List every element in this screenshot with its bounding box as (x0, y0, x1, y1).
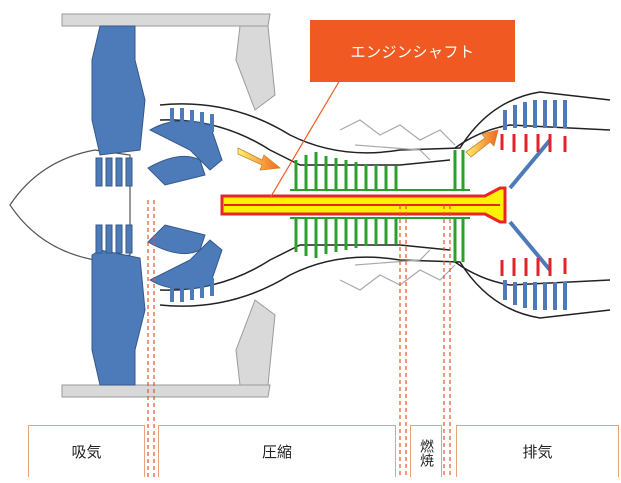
nacelle (61, 13, 276, 398)
callout-pointer (269, 79, 341, 199)
turbine-red (500, 134, 567, 276)
core-casing (159, 91, 611, 319)
stage-compression: 圧縮 (158, 425, 396, 477)
compressor (294, 150, 465, 262)
stage-intake-label: 吸気 (71, 443, 102, 461)
fan (91, 25, 223, 386)
stage-intake: 吸気 (28, 425, 145, 477)
stage-exhaust: 排気 (456, 425, 619, 477)
engine-shaft-callout: エンジンシャフト (310, 20, 515, 82)
stage-compression-label: 圧縮 (261, 443, 292, 461)
compressor-casing (290, 189, 470, 219)
airflow-arrows (237, 129, 499, 171)
engine-shaft-callout-label: エンジンシャフト (350, 42, 475, 61)
stage-exhaust-label: 排気 (522, 443, 553, 461)
stage-combustion-label: 燃焼 (418, 438, 434, 467)
turbine-blue (503, 100, 567, 310)
stage-combustion: 燃焼 (410, 425, 442, 477)
booster-stages (170, 108, 214, 302)
stage-dividers (147, 200, 451, 478)
